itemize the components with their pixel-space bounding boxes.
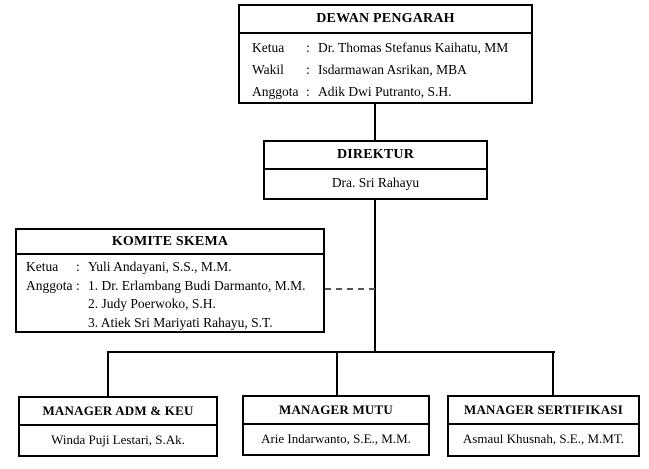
manager-sertifikasi-name: Asmaul Khusnah, S.E., M.MT. (462, 430, 625, 446)
box-manager-sertifikasi: MANAGER SERTIFIKASI Asmaul Khusnah, S.E.… (447, 395, 640, 457)
komite-skema-title: KOMITE SKEMA (17, 230, 323, 255)
member-role: Anggota (26, 277, 73, 293)
member-name: 2. Judy Poerwoko, S.H. (88, 296, 216, 311)
dewan-pengarah-title: DEWAN PENGARAH (240, 6, 531, 34)
connector-dashed-komite-skema (325, 288, 375, 290)
member-row: Anggota : Adik Dwi Putranto, S.H. (252, 81, 531, 103)
box-komite-skema: KOMITE SKEMA Ketua : Yuli Andayani, S.S.… (15, 228, 325, 333)
connector-dewan-to-direktur (374, 104, 376, 140)
member-name: Dr. Thomas Stefanus Kaihatu, MM (318, 40, 509, 55)
colon-separator (76, 295, 88, 314)
connector-drop-manager-sertifikasi (552, 351, 554, 395)
direktur-name: Dra. Sri Rahayu (331, 175, 420, 190)
member-name: Yuli Andayani, S.S., M.M. (88, 259, 232, 274)
colon-separator: : (306, 84, 310, 99)
member-row: 3. Atiek Sri Mariyati Rahayu, S.T. (26, 314, 323, 333)
box-manager-mutu: MANAGER MUTU Arie Indarwanto, S.E., M.M. (242, 395, 430, 456)
member-role: Ketua (26, 259, 59, 274)
member-role: Wakil (252, 62, 284, 77)
member-row: Wakil : Isdarmawan Asrikan, MBA (252, 59, 531, 81)
member-role: Ketua (252, 40, 285, 55)
member-row: Ketua : Yuli Andayani, S.S., M.M. (26, 258, 323, 277)
komite-skema-members: Ketua : Yuli Andayani, S.S., M.M. Anggot… (17, 255, 323, 332)
colon-separator: : (306, 62, 310, 77)
connector-distributor-line (107, 351, 555, 353)
manager-adm-keu-title: MANAGER ADM & KEU (20, 398, 216, 426)
dewan-pengarah-members: Ketua : Dr. Thomas Stefanus Kaihatu, MM … (240, 34, 531, 103)
box-direktur: DIREKTUR Dra. Sri Rahayu (263, 140, 488, 200)
colon-separator: : (76, 277, 80, 293)
manager-sertifikasi-title: MANAGER SERTIFIKASI (449, 397, 638, 425)
member-name: Adik Dwi Putranto, S.H. (318, 84, 452, 99)
connector-drop-manager-mutu (336, 351, 338, 395)
member-role: Anggota (252, 84, 299, 99)
member-row: 2. Judy Poerwoko, S.H. (26, 295, 323, 314)
member-name: Isdarmawan Asrikan, MBA (318, 62, 467, 77)
connector-direktur-to-distributor (374, 200, 376, 352)
member-role (26, 295, 76, 314)
member-row: Anggota : 1. Dr. Erlambang Budi Darmanto… (26, 277, 323, 296)
colon-separator: : (76, 259, 80, 274)
manager-mutu-title: MANAGER MUTU (244, 397, 428, 425)
colon-separator: : (306, 40, 310, 55)
direktur-title: DIREKTUR (265, 142, 486, 170)
member-role (26, 314, 76, 333)
connector-drop-manager-adm-keu (107, 351, 109, 396)
manager-adm-keu-name: Winda Puji Lestari, S.Ak. (51, 431, 185, 447)
manager-mutu-name: Arie Indarwanto, S.E., M.M. (261, 430, 411, 446)
member-name: 1. Dr. Erlambang Budi Darmanto, M.M. (88, 277, 306, 293)
box-dewan-pengarah: DEWAN PENGARAH Ketua : Dr. Thomas Stefan… (238, 4, 533, 104)
member-name: 3. Atiek Sri Mariyati Rahayu, S.T. (88, 314, 273, 330)
colon-separator (76, 314, 88, 333)
box-manager-adm-keu: MANAGER ADM & KEU Winda Puji Lestari, S.… (18, 396, 218, 457)
member-row: Ketua : Dr. Thomas Stefanus Kaihatu, MM (252, 37, 531, 59)
